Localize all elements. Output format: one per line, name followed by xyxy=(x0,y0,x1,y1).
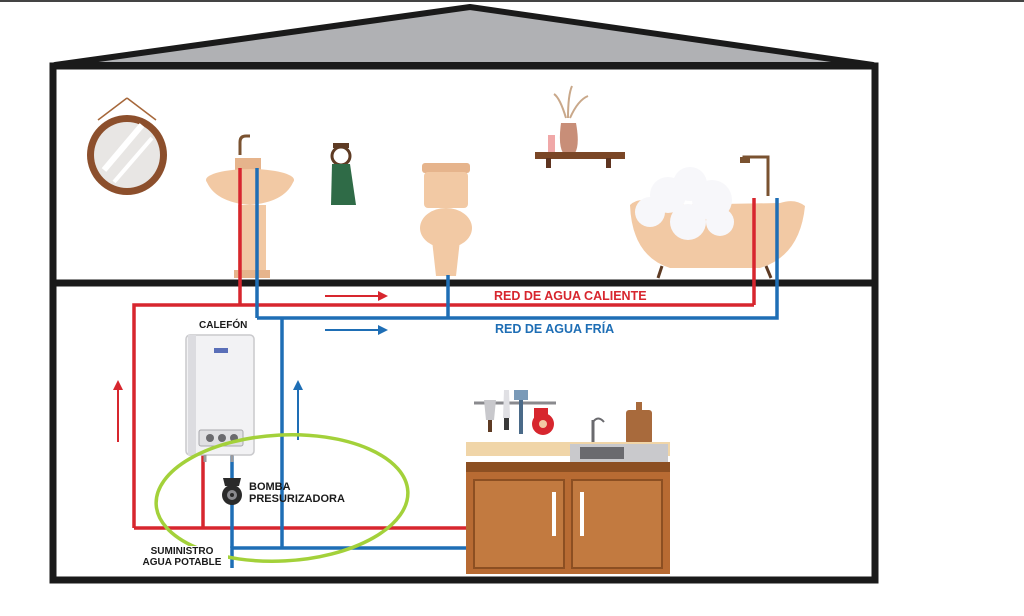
roof xyxy=(52,4,876,68)
cold-network-label: RED DE AGUA FRÍA xyxy=(495,322,615,336)
house-frame xyxy=(49,62,879,584)
hot-water-pipes xyxy=(132,168,756,530)
pump-label: BOMBA PRESURIZADORA xyxy=(249,481,345,505)
supply-label-line1: SUMINISTRO xyxy=(150,546,214,557)
bathtub-icon xyxy=(630,155,805,279)
pump-icon xyxy=(222,478,242,505)
supply-label: SUMINISTRO AGUA POTABLE xyxy=(136,546,228,568)
pump-highlight-ellipse xyxy=(154,432,410,564)
supply-label-line2: AGUA POTABLE xyxy=(142,557,222,568)
pump-label-line1: BOMBA xyxy=(249,481,291,493)
pump-label-line2: PRESURIZADORA xyxy=(249,493,345,506)
kitchen-utensils-icon xyxy=(474,390,556,435)
heater-label: CALEFÓN xyxy=(199,320,248,331)
hot-network-label: RED DE AGUA CALIENTE xyxy=(494,289,647,303)
sink-icon xyxy=(206,134,294,278)
toilet-icon xyxy=(420,163,472,276)
shelf-vase-icon xyxy=(535,85,625,168)
kitchen-cabinet-icon xyxy=(466,402,670,574)
mirror-icon xyxy=(87,97,167,195)
towel-icon xyxy=(330,143,356,205)
water-heater-icon xyxy=(185,334,255,462)
